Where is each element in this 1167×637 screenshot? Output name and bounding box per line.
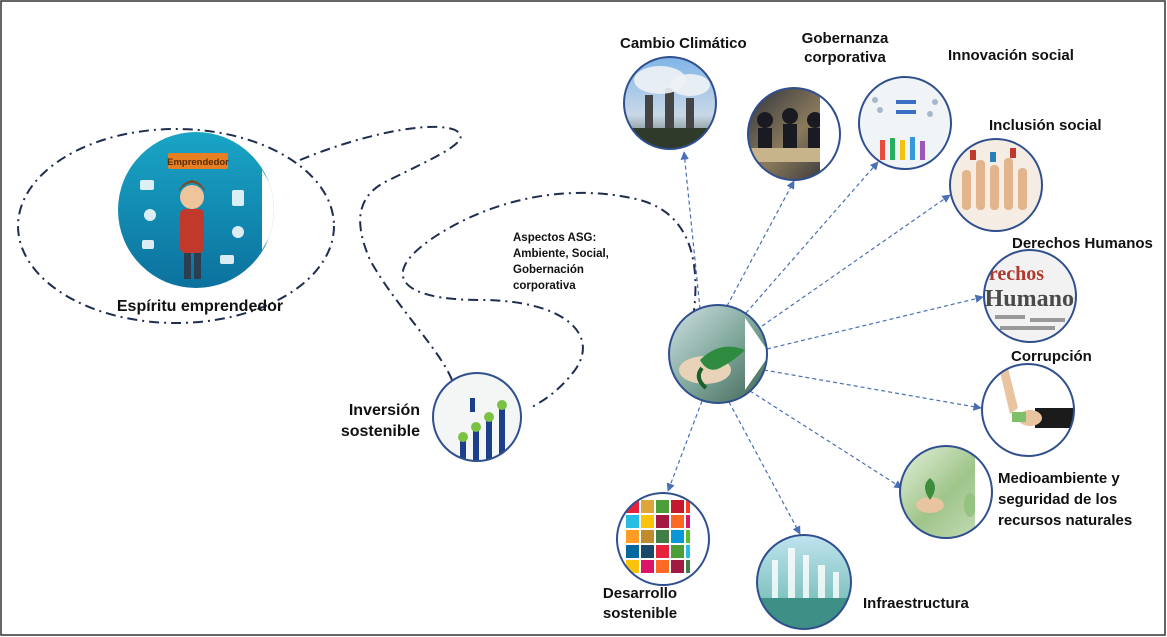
esg-note-line4: corporativa [513, 280, 576, 292]
esg-note-line1: Aspectos ASG: [513, 232, 597, 244]
esg-note-line3: Gobernación [513, 264, 584, 276]
label-desarrollo-sostenible: Desarrollo sostenible [590, 584, 690, 624]
social-innovation-node [858, 76, 952, 170]
label-medioambiente-line1: Medioambiente y [998, 470, 1120, 487]
label-infraestructura: Infraestructura [863, 595, 969, 612]
infrastructure-node [756, 534, 852, 630]
arrow-climate-change [680, 151, 701, 310]
arrow-social-innovation [745, 161, 879, 314]
label-cambio-climatico: Cambio Climático [620, 35, 747, 52]
arrow-environment [749, 390, 903, 489]
label-derechos-humanos: Derechos Humanos [1012, 235, 1153, 252]
hub-node [668, 304, 768, 404]
label-gobernanza-line1: Gobernanza [801, 30, 889, 47]
label-medioambiente-line2: seguridad de los [998, 491, 1118, 508]
corporate-governance-node [747, 87, 841, 181]
environment-node [899, 445, 993, 539]
arrow-sustainable-development [666, 400, 703, 492]
emprendedor-badge [168, 153, 228, 169]
label-medioambiente-line3: recursos naturales [998, 512, 1133, 529]
esg-note-line2: Ambiente, Social, [513, 248, 609, 260]
label-esg-note: Aspectos ASG: Ambiente, Social, Gobernac… [513, 230, 653, 294]
arrow-infrastructure [728, 401, 801, 535]
label-inclusion-social: Inclusión social [989, 117, 1102, 134]
entrepreneur-ellipse [17, 128, 335, 324]
label-inversion-sostenible: Inversión sostenible [320, 400, 420, 442]
arrow-social-inclusion [761, 194, 951, 327]
arrow-corruption [763, 369, 982, 411]
label-gobernanza-line2: corporativa [804, 49, 886, 66]
corruption-node [981, 363, 1075, 457]
human-rights-node: erechos Humanos [980, 249, 1084, 343]
hub-arrows [666, 151, 984, 535]
dash-dot-connectors [17, 125, 697, 409]
label-medioambiente: Medioambiente y seguridad de los recurso… [998, 468, 1132, 531]
arrow-corporate-governance [726, 180, 795, 307]
human-rights-image-text-1: erechos [980, 263, 1044, 285]
arrow-human-rights [766, 294, 984, 350]
investment-node [432, 372, 522, 462]
thought-bubble-tail [299, 125, 462, 381]
label-innovacion-social: Innovación social [948, 47, 1074, 64]
label-inversion-line1: Inversión [348, 402, 420, 419]
label-desarrollo-line2: sostenible [602, 605, 678, 622]
label-desarrollo-line1: Desarrollo [602, 585, 678, 602]
human-rights-image-text-2: Humanos [985, 286, 1084, 312]
social-inclusion-node [949, 138, 1043, 232]
label-gobernanza-corporativa: Gobernanza corporativa [790, 29, 900, 67]
label-inversion-line2: sostenible [340, 423, 420, 440]
esg-loop-curve [401, 191, 697, 409]
label-corrupcion: Corrupción [1011, 348, 1092, 365]
emprendedor-badge-text: Emprendedor [167, 157, 229, 168]
entrepreneur-node: Emprendedor [118, 132, 274, 288]
sustainable-development-node [616, 492, 710, 586]
label-espiritu-emprendedor: Espíritu emprendedor [116, 298, 284, 315]
climate-change-node [623, 56, 717, 150]
